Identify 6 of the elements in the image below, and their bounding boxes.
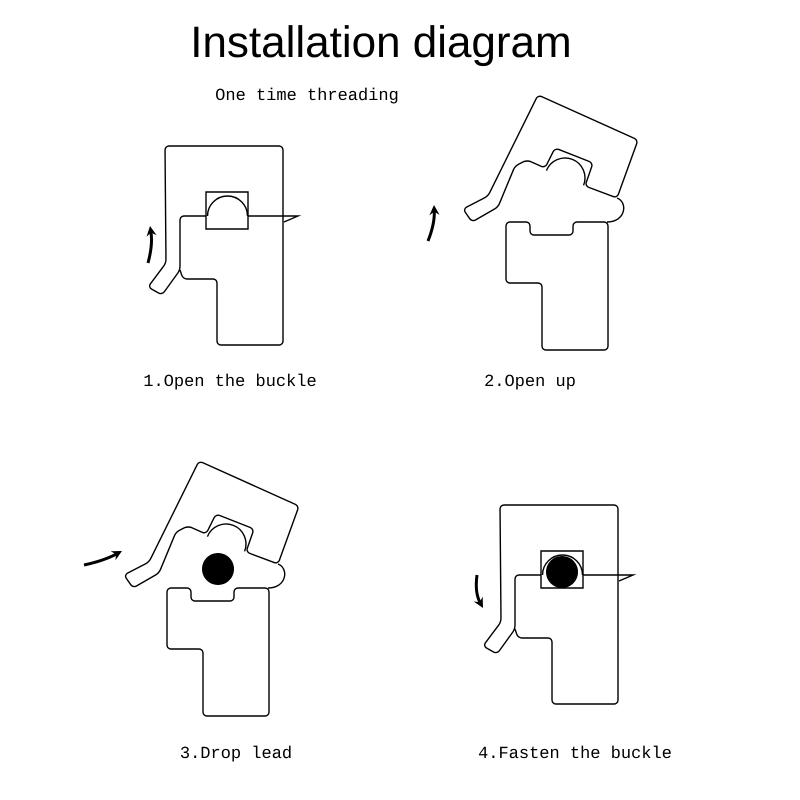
step-caption: 3.Drop lead [180,746,291,762]
title: Installation diagram [194,25,569,66]
subtitle: One time threading [216,88,398,104]
step-caption: 4.Fasten the buckle [478,746,671,758]
step-caption: 2.Open up [485,374,575,390]
step-caption: 1.Open the buckle [144,374,316,390]
